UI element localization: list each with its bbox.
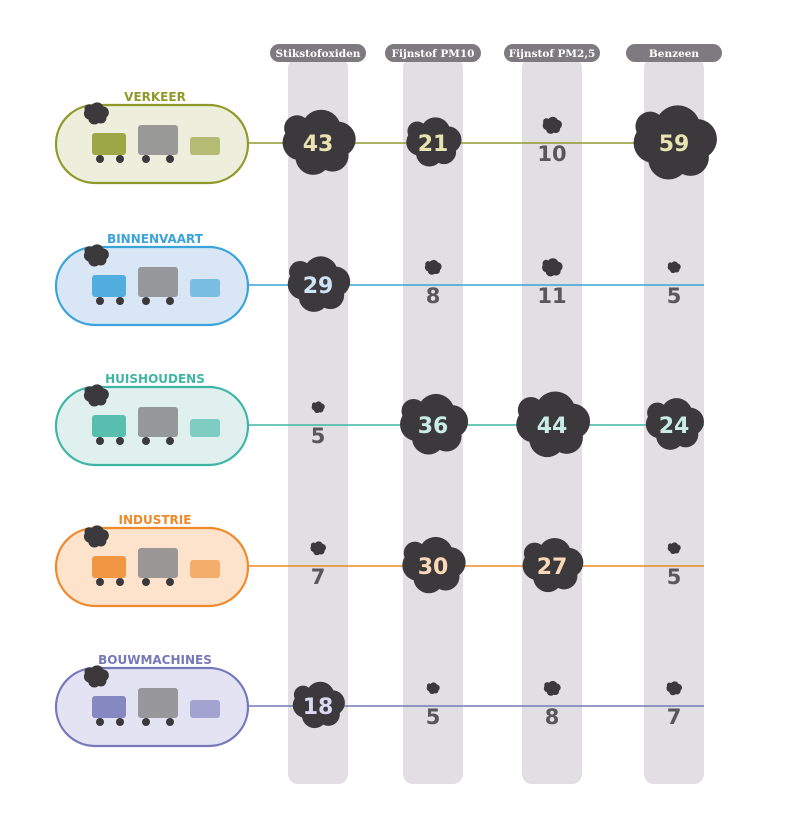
value-label: 36	[418, 414, 449, 439]
value-label: 30	[418, 555, 449, 580]
category-title: INDUSTRIE	[119, 513, 192, 527]
smoke-cloud-mark	[667, 542, 681, 555]
smoke-cloud-mark	[400, 393, 469, 455]
smoke-cloud-mark	[667, 261, 681, 274]
smoke-cloud-mark	[282, 109, 356, 175]
smoke-cloud-mark	[292, 681, 345, 729]
category-badge	[54, 525, 250, 608]
value-label: 10	[537, 142, 566, 166]
value-label: 27	[537, 555, 568, 580]
value-verkeer-fijnstof-pm10: 21	[406, 117, 462, 167]
row-industrie: INDUSTRIE 7 30 27 5	[54, 513, 704, 608]
category-illustration-icon	[92, 407, 220, 445]
category-badge	[54, 102, 250, 185]
value-label: 8	[426, 284, 441, 308]
smoke-cloud-mark	[633, 105, 717, 180]
value-bouwmachines-fijnstof-pm10: 5	[426, 682, 441, 729]
value-huishoudens-fijnstof-pm10: 36	[400, 393, 469, 455]
value-label: 21	[418, 132, 449, 157]
value-binnenvaart-benzeen: 5	[667, 261, 682, 308]
smoke-decoration-icon	[83, 665, 109, 688]
smoke-cloud-mark	[424, 259, 442, 275]
smoke-cloud-mark	[310, 541, 327, 556]
smoke-cloud-mark	[542, 116, 562, 134]
column-header-pill	[385, 44, 481, 62]
smoke-cloud-mark	[402, 536, 466, 594]
category-title: HUISHOUDENS	[105, 372, 205, 386]
value-label: 5	[426, 705, 441, 729]
category-illustration-icon	[92, 688, 220, 726]
value-huishoudens-fijnstof-pm2-5: 44	[516, 391, 591, 458]
category-title: VERKEER	[124, 90, 186, 104]
smoke-decoration-icon	[83, 244, 109, 267]
value-label: 43	[303, 132, 334, 157]
smoke-cloud-mark	[645, 398, 704, 450]
column-header-pill	[626, 44, 722, 62]
smoke-decoration-icon	[83, 384, 109, 407]
category-illustration-icon	[92, 548, 220, 586]
smoke-cloud-mark	[666, 681, 683, 696]
value-verkeer-stikstofoxiden: 43	[282, 109, 356, 175]
value-label: 18	[303, 695, 334, 720]
value-binnenvaart-stikstofoxiden: 29	[287, 256, 351, 312]
value-verkeer-benzeen: 59	[633, 105, 717, 180]
category-illustration-icon	[92, 267, 220, 305]
category-title: BOUWMACHINES	[98, 653, 212, 667]
value-label: 44	[537, 414, 568, 439]
column-header-fijnstof-pm2-5: Fijnstof PM2,5	[509, 48, 596, 60]
value-label: 5	[311, 424, 326, 448]
column-header-pill	[504, 44, 600, 62]
row-huishoudens: HUISHOUDENS 5 36 44 24	[54, 372, 704, 467]
smoke-decoration-icon	[83, 102, 109, 125]
smoke-cloud-mark	[522, 538, 584, 593]
row-verkeer: VERKEER 43 21 10 59	[54, 90, 717, 185]
value-industrie-fijnstof-pm10: 30	[402, 536, 466, 594]
value-label: 11	[537, 284, 566, 308]
category-badge	[54, 384, 250, 467]
column-header-benzeen: Benzeen	[649, 48, 700, 60]
value-industrie-benzeen: 5	[667, 542, 682, 589]
category-badge	[54, 244, 250, 327]
value-label: 59	[659, 132, 690, 157]
value-huishoudens-stikstofoxiden: 5	[311, 401, 326, 448]
value-huishoudens-benzeen: 24	[645, 398, 704, 450]
value-bouwmachines-benzeen: 7	[666, 681, 683, 729]
value-label: 24	[659, 414, 690, 439]
category-illustration-icon	[92, 125, 220, 163]
column-header-fijnstof-pm10: Fijnstof PM10	[392, 48, 475, 60]
value-industrie-stikstofoxiden: 7	[310, 541, 327, 589]
value-label: 29	[303, 274, 334, 299]
smoke-cloud-mark	[516, 391, 591, 458]
value-bouwmachines-stikstofoxiden: 18	[292, 681, 345, 729]
row-binnenvaart: BINNENVAART 29 8 11 5	[54, 232, 704, 327]
smoke-cloud-mark	[406, 117, 462, 167]
value-binnenvaart-fijnstof-pm2-5: 11	[537, 258, 567, 308]
value-industrie-fijnstof-pm2-5: 27	[522, 538, 584, 593]
smoke-cloud-mark	[543, 680, 561, 696]
row-bouwmachines: BOUWMACHINES 18 5 8 7	[54, 653, 704, 748]
value-label: 5	[667, 284, 682, 308]
smoke-cloud-mark	[287, 256, 351, 312]
smoke-cloud-mark	[542, 258, 563, 277]
value-bouwmachines-fijnstof-pm2-5: 8	[543, 680, 561, 729]
value-verkeer-fijnstof-pm2-5: 10	[537, 116, 567, 166]
smoke-cloud-mark	[311, 401, 325, 414]
value-label: 8	[545, 705, 560, 729]
category-title: BINNENVAART	[107, 232, 204, 246]
column-header-pill	[270, 44, 366, 62]
value-label: 5	[667, 565, 682, 589]
value-binnenvaart-fijnstof-pm10: 8	[424, 259, 442, 308]
category-badge	[54, 665, 250, 748]
value-label: 7	[311, 565, 326, 589]
smoke-cloud-mark	[426, 682, 440, 695]
smoke-decoration-icon	[83, 525, 109, 548]
column-bar-stikstofoxiden	[288, 58, 348, 784]
value-label: 7	[667, 705, 682, 729]
column-header-stikstofoxiden: Stikstofoxiden	[276, 48, 361, 60]
